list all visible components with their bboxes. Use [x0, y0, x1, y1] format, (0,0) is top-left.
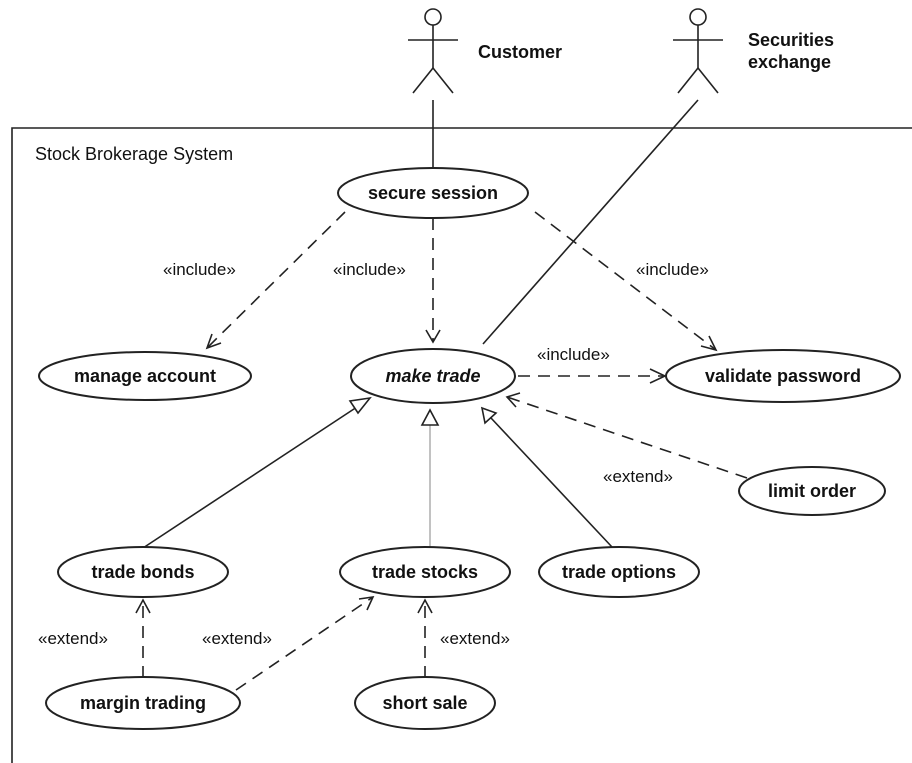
actor-customer [408, 8, 458, 94]
actor-exchange-label-line2: exchange [748, 52, 831, 72]
use-case-manage-account-label: manage account [74, 366, 216, 386]
use-case-trade-options: trade options [538, 546, 700, 598]
use-case-make-trade-label: make trade [385, 366, 480, 386]
include-arrowhead-make-trade [425, 329, 441, 344]
include-arrowhead-validate-password [700, 335, 718, 352]
extend-label-margin-stocks: «extend» [202, 629, 272, 648]
actor-securities-exchange [673, 8, 723, 94]
use-case-manage-account: manage account [38, 351, 252, 401]
use-case-margin-trading-label: margin trading [80, 693, 206, 713]
extend-arrowhead-margin-bonds [135, 598, 151, 614]
use-case-validate-password: validate password [665, 349, 901, 403]
extend-label-short-sale: «extend» [440, 629, 510, 648]
use-case-short-sale-label: short sale [382, 693, 467, 713]
use-case-trade-stocks: trade stocks [339, 546, 511, 598]
extend-arrowhead-margin-stocks [358, 596, 375, 611]
actor-exchange-label-line1: Securities [748, 30, 834, 50]
generalization-trade-bonds [142, 404, 361, 549]
include-label-validate-password-top: «include» [636, 260, 709, 279]
include-arrowhead-manage-account [205, 333, 222, 350]
use-case-secure-session: secure session [337, 167, 529, 219]
use-case-secure-session-label: secure session [368, 183, 498, 203]
association-exchange-make-trade [482, 99, 699, 345]
use-case-trade-bonds: trade bonds [57, 546, 229, 598]
include-label-make-trade: «include» [333, 260, 406, 279]
use-case-trade-bonds-label: trade bonds [91, 562, 194, 582]
include-edge-validate-password [534, 211, 717, 351]
include-label-manage-account: «include» [163, 260, 236, 279]
use-case-margin-trading: margin trading [45, 676, 241, 730]
actor-customer-label: Customer [478, 42, 562, 62]
system-boundary [11, 127, 912, 763]
extend-arrowhead-short-sale [417, 598, 433, 614]
extend-label-margin-bonds: «extend» [38, 629, 108, 648]
use-case-short-sale: short sale [354, 676, 496, 730]
extend-edge-limit-order [506, 396, 748, 479]
extend-edge-margin-stocks [235, 596, 374, 691]
generalization-arrowhead-trade-stocks [420, 408, 440, 426]
generalization-arrowhead-trade-bonds [348, 396, 372, 415]
system-title: Stock Brokerage System [35, 144, 233, 164]
generalization-trade-options [490, 417, 613, 548]
use-case-trade-options-label: trade options [562, 562, 676, 582]
use-case-trade-stocks-label: trade stocks [372, 562, 478, 582]
include-edge-manage-account [206, 211, 346, 349]
extend-label-limit-order: «extend» [603, 467, 673, 486]
use-case-limit-order: limit order [738, 466, 886, 516]
generalization-arrowhead-trade-options [480, 406, 498, 425]
use-case-limit-order-label: limit order [768, 481, 856, 501]
extend-arrowhead-limit-order [505, 392, 521, 408]
include-label-validate-password-mid: «include» [537, 345, 610, 364]
use-case-validate-password-label: validate password [705, 366, 861, 386]
use-case-make-trade: make trade [350, 348, 516, 404]
